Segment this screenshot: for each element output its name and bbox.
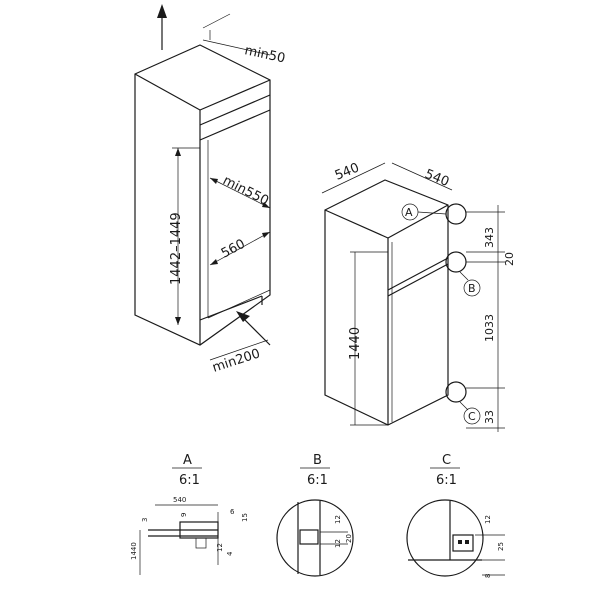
height-arrow-bottom-icon: [175, 317, 181, 325]
callout-b-label: B: [468, 282, 476, 295]
detail-b-12b: 12: [334, 539, 342, 548]
fridge-height-dimension: 1440: [348, 327, 363, 360]
detail-c-title: C: [442, 453, 451, 468]
width-arrow-right-icon: [262, 232, 270, 238]
detail-c-scale: 6:1: [436, 473, 457, 488]
cabinet-edge-top-right: [199, 79, 271, 111]
width-dim-line: [209, 231, 271, 266]
callout-b-label-circle: [463, 279, 481, 297]
detail-b-20: 20: [345, 534, 353, 543]
cabinet-width-dimension: 560: [219, 237, 248, 262]
callout-a-label: A: [405, 206, 413, 219]
detail-b-12a: 12: [334, 515, 342, 524]
bottom-vent-arrow-icon: [236, 311, 250, 322]
callout-a-leader: [417, 211, 447, 215]
detail-a-bracket: [195, 537, 207, 549]
fridge-width-dim-line: [321, 162, 386, 194]
cabinet-top-slab: [199, 94, 271, 126]
detail-a-4: 4: [226, 551, 234, 556]
height-arrow-top-icon: [175, 148, 181, 156]
detail-c-25: 25: [497, 542, 505, 551]
detail-a-6: 6: [230, 508, 235, 516]
dim-343: 343: [483, 227, 496, 248]
cabinet-top-slab-lower: [199, 109, 271, 141]
callout-b-leader: [459, 271, 469, 281]
dim-1033: 1033: [483, 314, 496, 342]
cabinet-plinth: [199, 295, 263, 321]
detail-c-screw-2: [465, 540, 469, 544]
fridge-door-split-2: [387, 263, 449, 297]
dim-20: 20: [503, 252, 516, 266]
detail-a-12: 12: [216, 543, 224, 552]
callout-c-label: C: [468, 410, 476, 423]
detail-a-scale: 6:1: [179, 473, 200, 488]
fridge-depth-dimension: 540: [423, 167, 452, 190]
callout-a-label-circle: [401, 203, 419, 221]
cabinet-outline: [134, 44, 271, 346]
bottom-vent-leader: [209, 339, 269, 361]
cabinet-height-dimension: 1442–1449: [169, 212, 184, 285]
detail-a-1440: 1440: [130, 542, 138, 560]
fridge-edge-top-left: [324, 209, 389, 239]
detail-c-8: 8: [484, 574, 492, 578]
fridge-depth-dim-line: [391, 162, 453, 191]
depth-arrow-right-icon: [262, 202, 270, 208]
callout-b-circle: [445, 251, 467, 273]
depth-dim-line: [209, 177, 271, 209]
detail-a-title: A: [183, 453, 192, 468]
callout-c-leader: [459, 401, 469, 411]
detail-a-15: 15: [241, 513, 249, 522]
detail-b-circle: [276, 499, 354, 577]
depth-arrow-left-icon: [210, 178, 218, 184]
top-vent-leader: [202, 39, 271, 56]
detail-c-circle: [406, 499, 484, 577]
cabinet-depth-dimension: min550: [220, 173, 271, 209]
top-vent-ext-line: [202, 13, 231, 29]
fridge-edge-top-right: [387, 204, 449, 239]
fridge-width-dimension: 540: [333, 161, 362, 184]
detail-a-9: 9: [180, 513, 188, 517]
callout-c-circle: [445, 381, 467, 403]
detail-c-hinge: [452, 534, 474, 552]
detail-b-hinge: [299, 529, 319, 545]
cabinet-drawing: min50 1442–1449 min550 560 min200: [134, 4, 286, 376]
fridge-outline: [324, 179, 449, 426]
detail-c-12: 12: [484, 515, 492, 524]
fridge-drawing: 540 540 1440 A B C 343 20 1033 33: [321, 161, 516, 432]
detail-b-title: B: [313, 453, 322, 468]
detail-a: A 6:1 540 3 9 6 15 12 4 1440: [130, 453, 249, 575]
detail-c-screw-1: [458, 540, 462, 544]
width-arrow-left-icon: [210, 259, 218, 265]
dim-33: 33: [483, 410, 496, 424]
detail-a-540: 540: [173, 496, 186, 504]
detail-b: B 6:1 12 12 20: [276, 453, 354, 577]
top-vent-dimension: min50: [243, 43, 286, 66]
detail-b-scale: 6:1: [307, 473, 328, 488]
callout-a-circle: [445, 203, 467, 225]
fridge-door-split: [387, 257, 449, 291]
airflow-up-arrow-icon: [157, 4, 167, 18]
detail-a-3: 3: [141, 518, 149, 522]
cabinet-edge-top-left: [134, 73, 201, 111]
detail-c: C 6:1 12 25 8: [406, 453, 505, 578]
callout-c-label-circle: [463, 407, 481, 425]
